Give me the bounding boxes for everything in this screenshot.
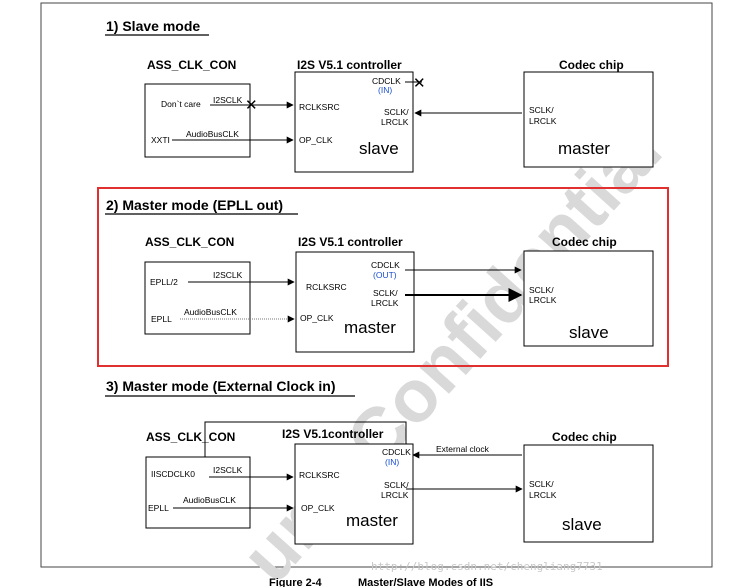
lrclk-label: LRCLK — [381, 490, 409, 500]
cdclk-direction: (IN) — [385, 457, 399, 467]
i2sclk-label: I2SCLK — [213, 95, 243, 105]
iiscdclk0-label: IISCDCLK0 — [151, 469, 195, 479]
codec-box — [523, 71, 654, 168]
source-url-watermark: http://blog.csdn.net/chengliang7731 — [371, 560, 603, 573]
dont-care-label: Don`t care — [161, 99, 201, 109]
cdclk-label: CDCLK — [382, 447, 411, 457]
codec-header: Codec chip — [552, 235, 617, 249]
codec-box — [523, 444, 654, 543]
i2sclk-label: I2SCLK — [213, 465, 243, 475]
section-slave-mode: 1) Slave mode ASS_CLK_CON I2S V5.1 contr… — [105, 18, 654, 173]
section-master-epll-out: 2) Master mode (EPLL out) ASS_CLK_CON I2… — [97, 187, 669, 367]
codec-lrclk-label: LRCLK — [529, 295, 557, 305]
codec-lrclk-label: LRCLK — [529, 490, 557, 500]
codec-mode: master — [558, 139, 610, 158]
audiobusclk-label: AudioBusCLK — [184, 307, 237, 317]
section-title: 1) Slave mode — [106, 18, 200, 34]
figure-title: Master/Slave Modes of IIS — [358, 577, 493, 587]
codec-header: Codec chip — [559, 58, 624, 72]
cross-icon: ✕ — [245, 97, 258, 114]
opclk-label: OP_CLK — [300, 313, 334, 323]
audiobusclk-label: AudioBusCLK — [186, 129, 239, 139]
highlight-frame — [97, 187, 669, 367]
opclk-label: OP_CLK — [301, 503, 335, 513]
codec-header: Codec chip — [552, 430, 617, 444]
lrclk-label: LRCLK — [381, 117, 409, 127]
audiobusclk-label: AudioBusCLK — [183, 495, 236, 505]
external-clock-label: External clock — [436, 444, 490, 454]
page-frame — [40, 2, 713, 568]
cross-icon: ✕ — [413, 75, 426, 92]
xxti-label: XXTI — [151, 135, 170, 145]
cdclk-direction: (IN) — [378, 85, 392, 95]
codec-sclk-label: SCLK/ — [529, 479, 554, 489]
ass-clk-con-header: ASS_CLK_CON — [146, 430, 235, 444]
codec-lrclk-label: LRCLK — [529, 116, 557, 126]
ass-clk-con-box — [144, 83, 251, 158]
ass-clk-con-box — [144, 261, 251, 335]
codec-mode: slave — [562, 515, 602, 534]
sclk-label: SCLK/ — [384, 107, 409, 117]
section-title: 2) Master mode (EPLL out) — [106, 197, 283, 213]
sclk-label: SCLK/ — [384, 480, 409, 490]
cdclk-direction: (OUT) — [373, 270, 397, 280]
section-master-external-clock: 3) Master mode (External Clock in) ASS_C… — [105, 378, 654, 545]
ass-clk-con-header: ASS_CLK_CON — [145, 235, 234, 249]
i2sclk-label: I2SCLK — [213, 270, 243, 280]
epll-label: EPLL — [151, 314, 172, 324]
cdclk-label: CDCLK — [371, 260, 400, 270]
controller-box — [295, 251, 415, 353]
rclksrc-label: RCLKSRC — [306, 282, 347, 292]
controller-header: I2S V5.1 controller — [297, 58, 402, 72]
codec-mode: slave — [569, 323, 609, 342]
rclksrc-label: RCLKSRC — [299, 470, 340, 480]
lrclk-label: LRCLK — [371, 298, 399, 308]
epll-label: EPLL — [148, 503, 169, 513]
controller-mode: slave — [359, 139, 399, 158]
codec-box — [523, 250, 654, 347]
controller-mode: master — [346, 511, 398, 530]
cdclk-feedback-line — [204, 421, 407, 457]
ass-clk-con-header: ASS_CLK_CON — [147, 58, 236, 72]
cdclk-label: CDCLK — [372, 76, 401, 86]
controller-mode: master — [344, 318, 396, 337]
ass-clk-con-box — [145, 456, 251, 529]
codec-sclk-label: SCLK/ — [529, 105, 554, 115]
opclk-label: OP_CLK — [299, 135, 333, 145]
section-title: 3) Master mode (External Clock in) — [106, 378, 336, 394]
epll-div2-label: EPLL/2 — [150, 277, 178, 287]
codec-sclk-label: SCLK/ — [529, 285, 554, 295]
figure-number: Figure 2-4 — [269, 577, 322, 587]
sclk-label: SCLK/ — [373, 288, 398, 298]
controller-box — [294, 443, 414, 545]
controller-header: I2S V5.1 controller — [298, 235, 403, 249]
controller-box — [294, 71, 414, 173]
rclksrc-label: RCLKSRC — [299, 102, 340, 112]
controller-header: I2S V5.1controller — [282, 427, 384, 441]
